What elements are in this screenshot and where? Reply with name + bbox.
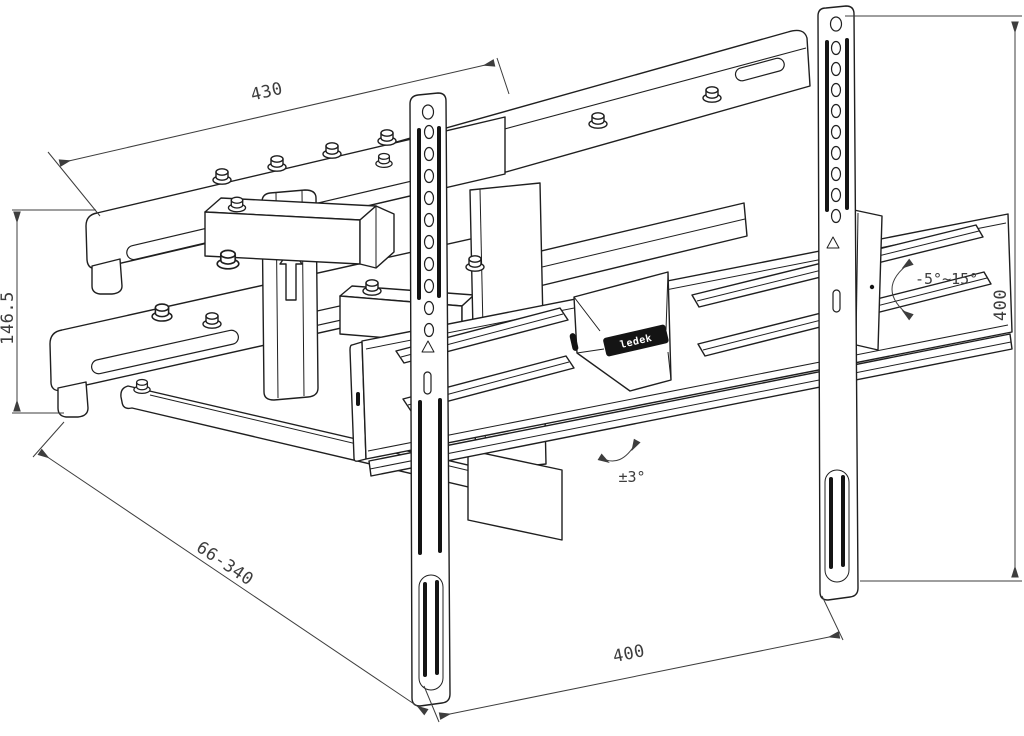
dimension-bottom-width: 400 xyxy=(423,595,844,723)
tilt-pivot-dot xyxy=(869,284,875,290)
dim-label-left-height: 146.5 xyxy=(0,291,18,345)
dimension-left-height: 146.5 xyxy=(0,209,96,414)
tv-rail-left xyxy=(409,92,451,707)
dim-label-right-height: 400 xyxy=(991,289,1011,321)
alignment-triangle-left xyxy=(421,340,435,353)
annotation-swivel: ±3° xyxy=(597,438,646,486)
wall-arm-top-foot xyxy=(91,258,123,295)
brand-logo: ledek xyxy=(603,324,669,357)
dim-label-top-width: 430 xyxy=(249,79,285,106)
wall-arm-bottom-foot xyxy=(57,381,89,418)
arm-lower-bracket xyxy=(467,449,563,541)
alignment-triangle-right xyxy=(826,236,840,249)
swivel-label: ±3° xyxy=(618,468,645,486)
dimension-arm-extension: 66-340 xyxy=(32,421,429,716)
dimension-right-height: 400 xyxy=(845,15,1022,582)
dim-label-bottom-width: 400 xyxy=(611,641,647,667)
dim-label-arm-extension: 66-340 xyxy=(192,538,257,591)
tilt-label: -5°~15° xyxy=(915,270,978,288)
tv-rail-right xyxy=(817,5,859,601)
annotation-tilt: -5°~15° xyxy=(891,258,978,321)
